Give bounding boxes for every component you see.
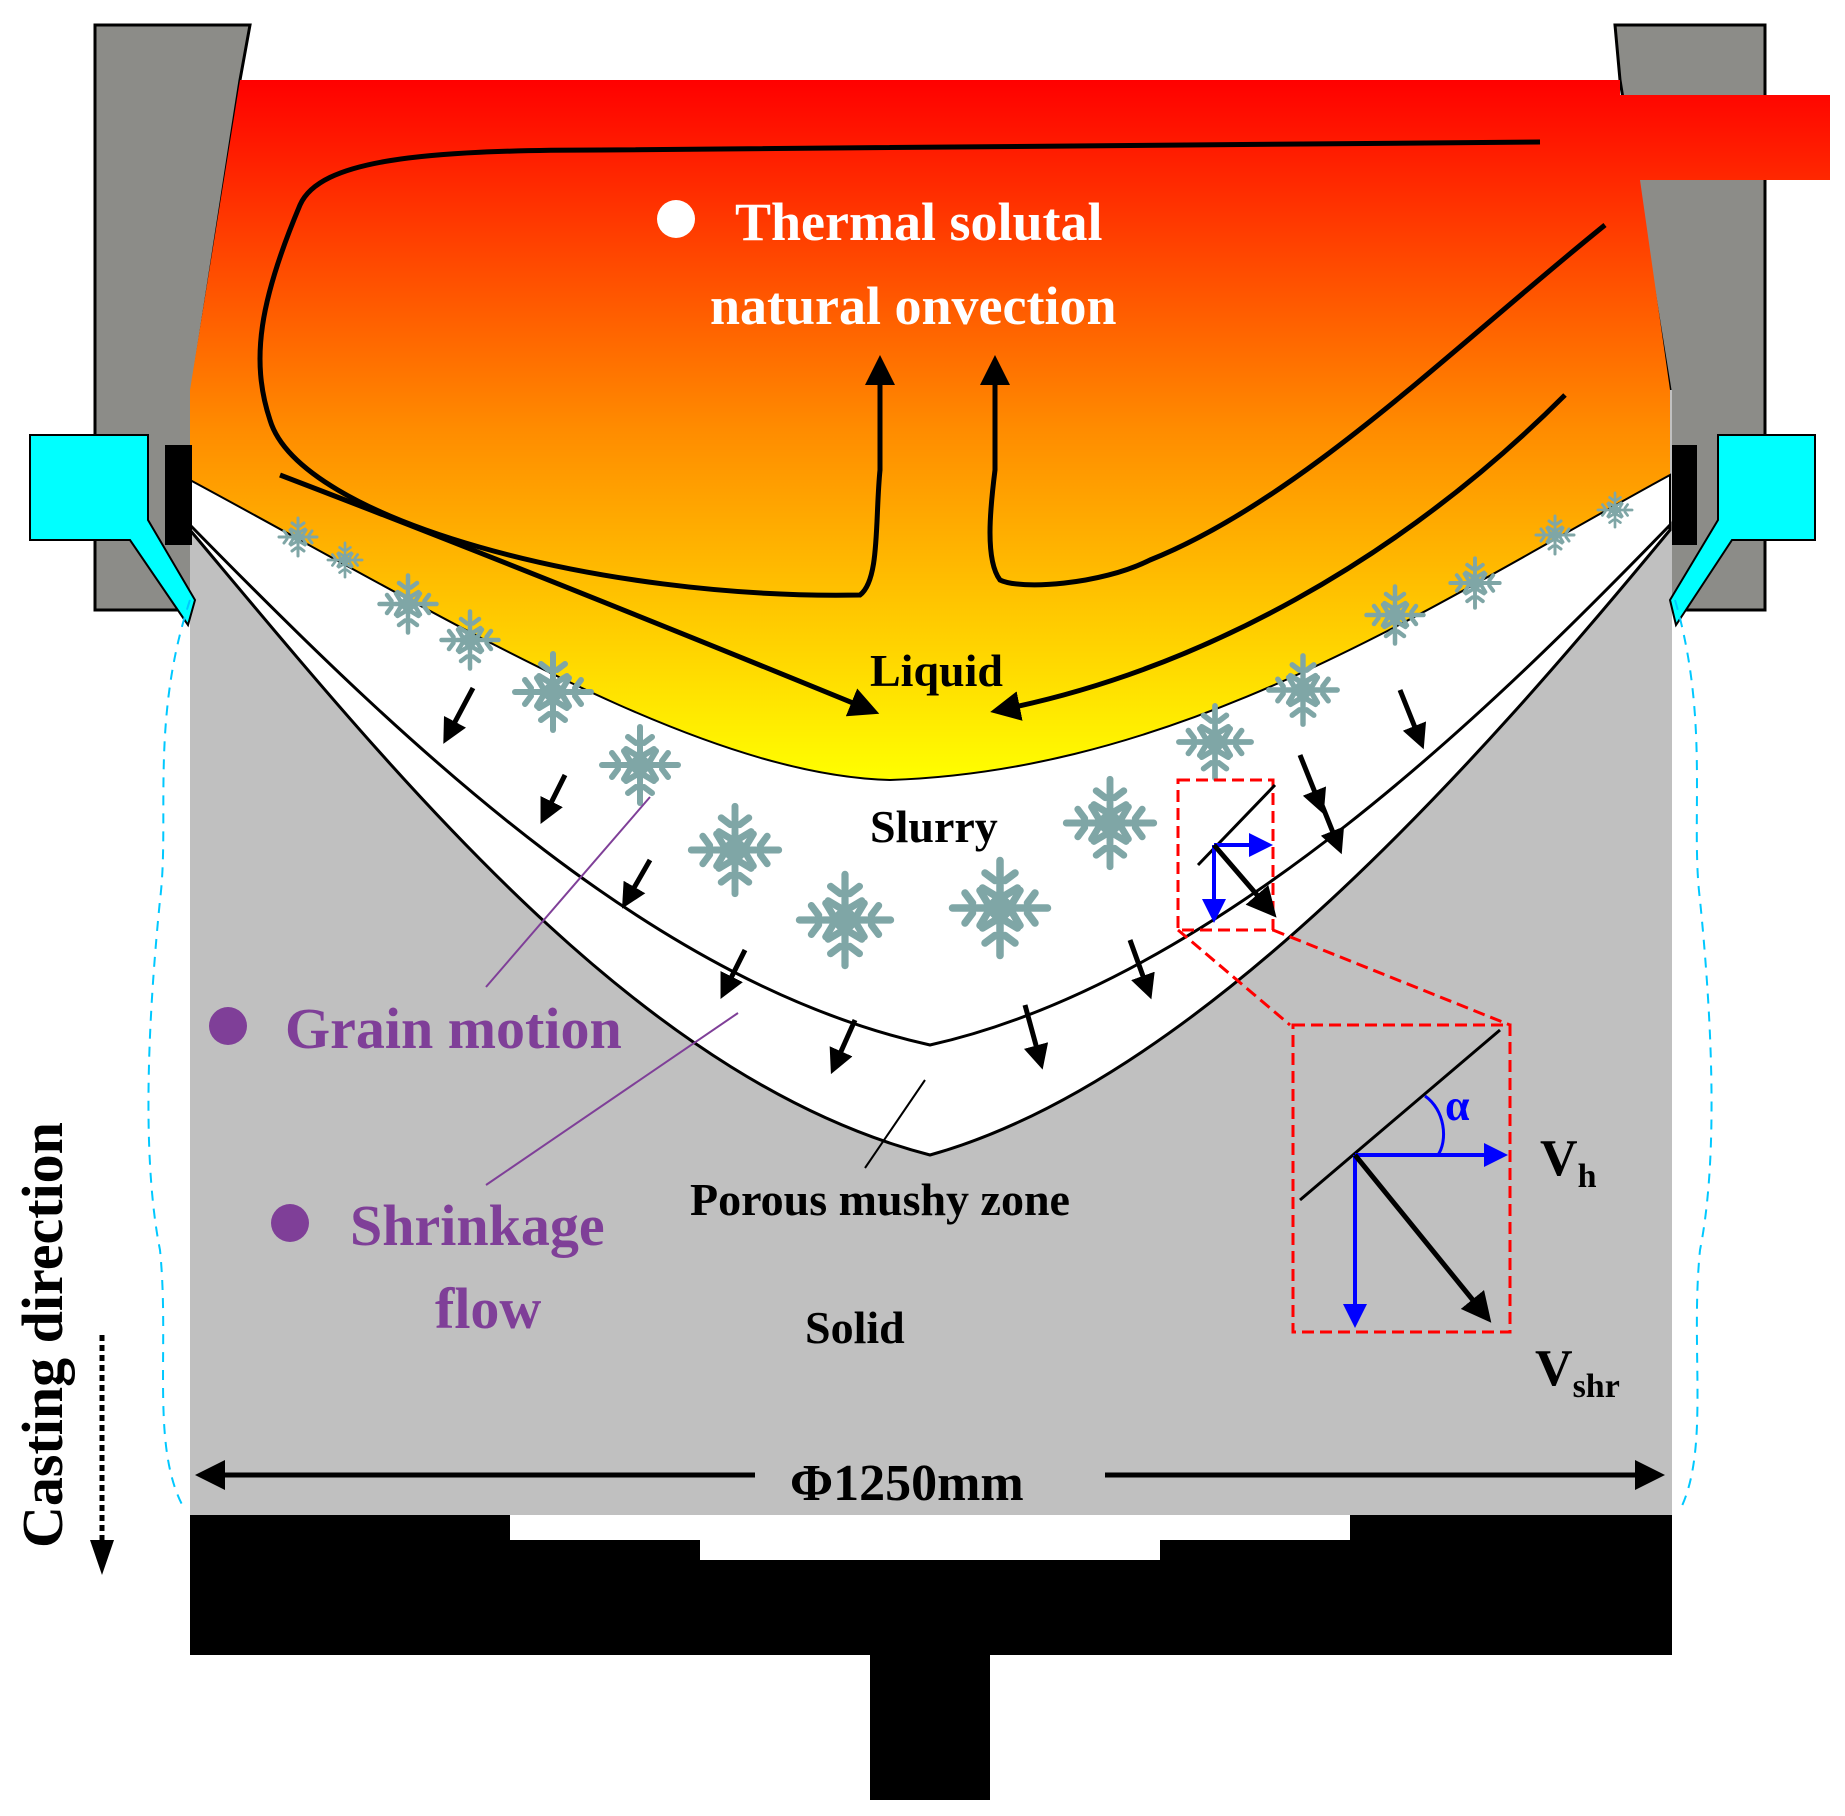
porous-mushy-zone-label: Porous mushy zone: [690, 1174, 1070, 1225]
thermal-bullet: [657, 200, 695, 238]
highlight-box-small: [1176, 778, 1277, 932]
mushy-band: [188, 521, 1672, 1157]
casting-direction-label: Casting direction: [10, 1122, 75, 1548]
thermal-label-line1: Thermal solutal: [735, 192, 1103, 252]
shrinkage-flow-arrows: [443, 686, 1427, 1075]
v-shr-label: Vshr: [1535, 1340, 1620, 1405]
convection-flow-lines: [257, 139, 1607, 721]
liquid-pool: [190, 80, 1830, 780]
v-h-label: Vh: [1540, 1130, 1597, 1195]
solid-label: Solid: [805, 1302, 905, 1353]
shrinkage-bullet: [271, 1204, 309, 1242]
zoom-lines: [1177, 928, 1511, 1027]
alpha-label: α: [1445, 1081, 1470, 1130]
casting-direction-arrow: [90, 1335, 114, 1575]
dummy-block: [190, 1515, 1672, 1800]
water-spray: [147, 599, 1713, 1511]
shrinkage-label-line1: Shrinkage: [350, 1193, 605, 1258]
highlight-box-large: [1291, 1023, 1512, 1334]
liquid-label: Liquid: [870, 645, 1003, 696]
grain-motion-label: Grain motion: [285, 996, 622, 1061]
mushy-leader-line: [864, 1079, 926, 1169]
leader-lines: [485, 796, 739, 1186]
grain-motion-bullet: [209, 1007, 247, 1045]
diameter-label: Φ1250mm: [790, 1455, 1024, 1512]
slurry-label: Slurry: [870, 801, 998, 852]
cooling-water: [29, 434, 1816, 628]
thermal-label-line2: natural onvection: [710, 276, 1117, 336]
shrinkage-label-line2: flow: [435, 1276, 541, 1341]
